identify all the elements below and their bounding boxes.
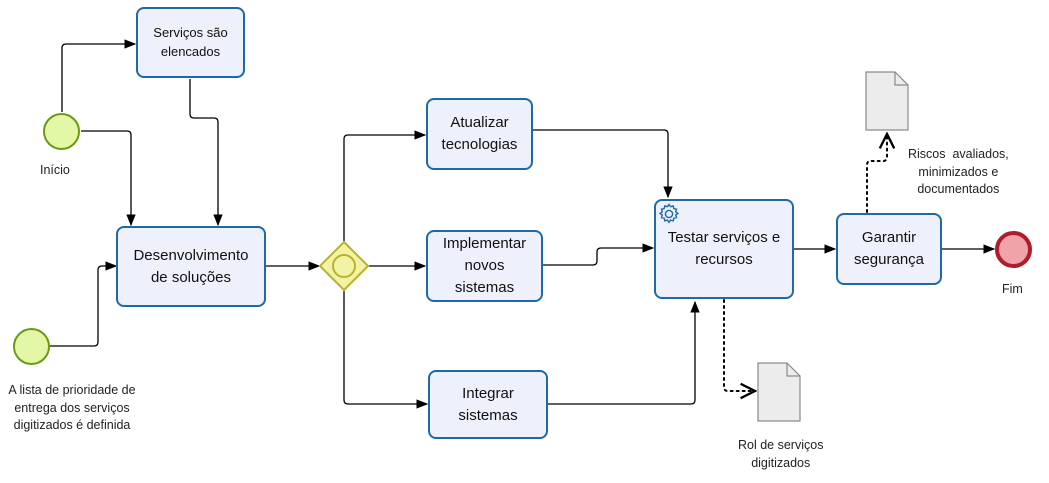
task-servicos-line-1: Serviços são xyxy=(153,24,228,40)
riscos-label-line-1: Riscos avaliados, xyxy=(908,147,1009,161)
rol-label-line-1: Rol de serviços xyxy=(738,438,824,452)
gateway-diamond xyxy=(318,240,370,292)
task-atualizar-tecnologias[interactable]: Atualizar tecnologias xyxy=(426,98,533,170)
data-object-riscos-icon[interactable] xyxy=(865,71,909,131)
data-object-rol-label: Rol de serviços digitizados xyxy=(738,437,823,472)
task-atualizar-line-1: Atualizar xyxy=(450,114,509,132)
task-integrar-sistemas[interactable]: Integrar sistemas xyxy=(428,370,548,439)
task-implementar-novos-sistemas[interactable]: Implementar novos sistemas xyxy=(426,230,543,302)
task-desenvolvimento-line-1: Desenvolvimento xyxy=(133,246,249,264)
task-desenvolvimento[interactable]: Desenvolvimento de soluções xyxy=(116,226,266,307)
riscos-label-line-2: minimizados e xyxy=(918,164,999,179)
lista-label-line-2: entrega dos serviços xyxy=(14,400,130,415)
task-servicos-elencados[interactable]: Serviços são elencados xyxy=(136,7,245,78)
task-servicos-line-2: elencados xyxy=(160,43,221,59)
flow-inicio-to-servicos xyxy=(61,39,137,112)
task-implementar-line-1: Implementar xyxy=(442,235,527,253)
start-event-lista-label: A lista de prioridade de entrega dos ser… xyxy=(2,382,142,435)
flow-implementar-to-testar xyxy=(543,243,655,266)
task-integrar-line-2: sistemas xyxy=(458,406,518,424)
task-atualizar-line-2: tecnologias xyxy=(441,136,518,153)
task-garantir-line-2: segurança xyxy=(853,251,925,268)
task-testar-line-1: Testar serviços e xyxy=(667,229,781,247)
flow-lista-to-desenvolvimento xyxy=(50,261,118,347)
end-event-fim[interactable] xyxy=(995,231,1032,268)
association-garantir-to-riscos xyxy=(866,134,887,213)
data-object-riscos-label: Riscos avaliados, minimizados e document… xyxy=(908,146,1009,199)
task-testar-servicos[interactable]: Testar serviços e recursos xyxy=(654,199,794,299)
riscos-label-line-3: documentados xyxy=(917,182,1000,196)
task-desenvolvimento-line-2: de soluções xyxy=(150,268,232,286)
task-garantir-line-1: Garantir xyxy=(861,229,917,247)
start-event-inicio-label: Início xyxy=(40,163,70,177)
service-task-gear-icon xyxy=(658,203,680,224)
flow-integrar-to-testar xyxy=(548,300,700,405)
lista-label-line-3: digitizados é definida xyxy=(13,418,131,432)
rol-label-line-2: digitizados xyxy=(751,455,811,470)
end-event-fim-label: Fim xyxy=(1002,282,1023,296)
flow-gateway-to-integrar xyxy=(343,289,429,409)
task-testar-line-2: recursos xyxy=(695,251,753,268)
start-event-inicio[interactable] xyxy=(43,113,80,150)
start-event-lista-prioridade[interactable] xyxy=(13,328,50,365)
task-integrar-line-1: Integrar xyxy=(462,384,514,402)
association-testar-to-rol xyxy=(723,299,755,391)
flow-gateway-to-atualizar xyxy=(343,130,427,243)
task-garantir-seguranca[interactable]: Garantir segurança xyxy=(836,213,942,285)
flow-inicio-to-desenvolvimento xyxy=(81,130,136,227)
task-implementar-line-3: sistemas xyxy=(454,278,515,296)
task-implementar-line-2: novos xyxy=(464,257,505,275)
flow-servicos-to-desenvolvimento xyxy=(189,79,223,227)
data-object-rol-icon[interactable] xyxy=(757,362,801,422)
lista-label-line-1: A lista de prioridade de xyxy=(8,383,136,397)
flow-atualizar-to-testar xyxy=(533,129,673,199)
